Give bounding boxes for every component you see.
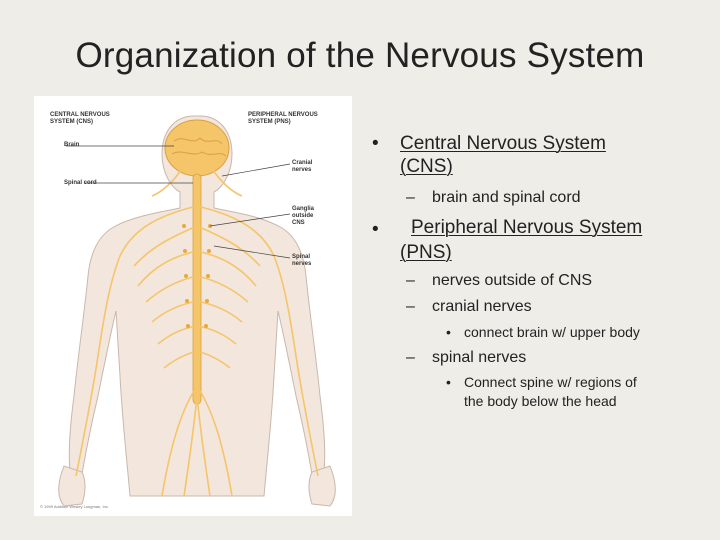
- cns-abbrev-text: (CNS): [400, 156, 453, 177]
- figure-credit: © 1999 Addison Wesley Longman, Inc.: [40, 504, 109, 509]
- nerve-branches: [75, 165, 319, 497]
- pns-sub3-detail-line1: Connect spine w/ regions of: [464, 374, 637, 390]
- label-leader-lines: [66, 145, 291, 259]
- pns-header-label: PERIPHERAL NERVOUS SYSTEM (PNS): [248, 112, 318, 125]
- pns-sub2-detail-text: connect brain w/ upper body: [464, 324, 640, 340]
- pns-sub3-marker: –: [406, 349, 415, 366]
- cns-sub-marker: –: [406, 189, 415, 206]
- pns-sub3-text: spinal nerves: [432, 349, 527, 366]
- pns-sub2-text: cranial nerves: [432, 298, 532, 315]
- pns-sub3-detail-line2: the body below the head: [464, 393, 617, 409]
- brain-shape: [164, 119, 230, 177]
- spinal-cord-shape: [192, 173, 202, 405]
- brain-label: Brain: [64, 142, 80, 148]
- cranial-nerves-label: Cranial nerves: [292, 160, 313, 173]
- pns-title-line1: Peripheral Nervous System: [411, 216, 642, 239]
- slide-title: Organization of the Nervous System: [75, 36, 645, 75]
- ganglia-label: Ganglia outside CNS: [292, 206, 315, 226]
- pns-sub2-marker: –: [406, 298, 415, 315]
- spinal-nerves-label: Spinal nerves: [292, 254, 312, 267]
- cns-title-line1: Central Nervous System: [400, 132, 606, 155]
- cns-sub-text: brain and spinal cord: [432, 189, 581, 206]
- cns-title-text: Central Nervous System: [400, 133, 606, 154]
- pns-sub3-detail-marker: •: [446, 374, 451, 390]
- pns-bullet-marker: •: [372, 219, 379, 240]
- cns-bullet-marker: •: [372, 133, 379, 154]
- pns-title-text: Peripheral Nervous System: [411, 217, 643, 238]
- body-illustration: [58, 115, 336, 507]
- nervous-system-figure: CENTRAL NERVOUS SYSTEM (CNS) PERIPHERAL …: [34, 96, 352, 516]
- pns-sub1-text: nerves outside of CNS: [432, 272, 593, 289]
- pns-title-line2: (PNS): [400, 241, 452, 264]
- cns-title-line2: (CNS): [400, 155, 453, 178]
- cns-header-label: CENTRAL NERVOUS SYSTEM (CNS): [50, 112, 110, 125]
- spinal-cord-label: Spinal cord: [64, 180, 97, 186]
- pns-abbrev-text: (PNS): [400, 242, 452, 263]
- pns-sub2-detail-marker: •: [446, 324, 451, 340]
- ganglia-dots: [182, 224, 212, 328]
- pns-sub1-marker: –: [406, 272, 415, 289]
